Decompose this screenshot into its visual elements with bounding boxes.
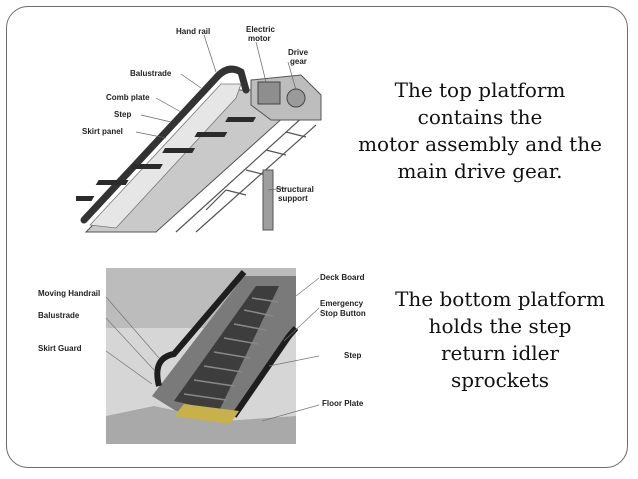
bottom-caption: The bottom platform holds the step return … <box>372 286 628 394</box>
label-structural-support-2: support <box>278 194 308 203</box>
label-hand-rail: Hand rail <box>176 27 210 36</box>
top-caption-line-1: The top platform <box>394 78 566 102</box>
label-drive-gear-1: Drive <box>288 48 309 57</box>
label-emergency-1: Emergency <box>320 299 364 308</box>
label-skirt-panel: Skirt panel <box>82 127 123 136</box>
label-balustrade-bottom: Balustrade <box>38 311 80 320</box>
label-step: Step <box>114 110 131 119</box>
label-floor-plate: Floor Plate <box>322 399 364 408</box>
top-caption-line-4: main drive gear. <box>397 159 563 183</box>
label-moving-handrail: Moving Handrail <box>38 289 100 298</box>
label-drive-gear-2: gear <box>290 57 307 66</box>
bottom-escalator-diagram: Moving Handrail Balustrade Skirt Guard D… <box>34 266 369 446</box>
bottom-caption-line-4: sprockets <box>450 368 550 392</box>
top-caption: The top platform contains the motor assemb… <box>344 77 616 185</box>
label-electric-motor-2: motor <box>248 34 271 43</box>
label-balustrade: Balustrade <box>130 69 172 78</box>
label-step-bottom: Step <box>344 351 361 360</box>
label-skirt-guard: Skirt Guard <box>38 344 82 353</box>
bottom-caption-line-1: The bottom platform <box>395 287 605 311</box>
label-comb-plate: Comb plate <box>106 93 150 102</box>
top-caption-line-2: contains the <box>417 105 543 129</box>
label-structural-support-1: Structural <box>276 185 314 194</box>
label-electric-motor-1: Electric <box>246 25 275 34</box>
label-deck-board: Deck Board <box>320 273 365 282</box>
label-emergency-2: Stop Button <box>320 309 366 318</box>
bottom-caption-line-3: return idler <box>440 341 560 365</box>
bottom-caption-line-2: holds the step <box>428 314 572 338</box>
top-caption-line-3: motor assembly and the <box>358 132 602 156</box>
top-escalator-diagram: Hand rail Electric motor Drive gear Balu… <box>76 20 326 235</box>
